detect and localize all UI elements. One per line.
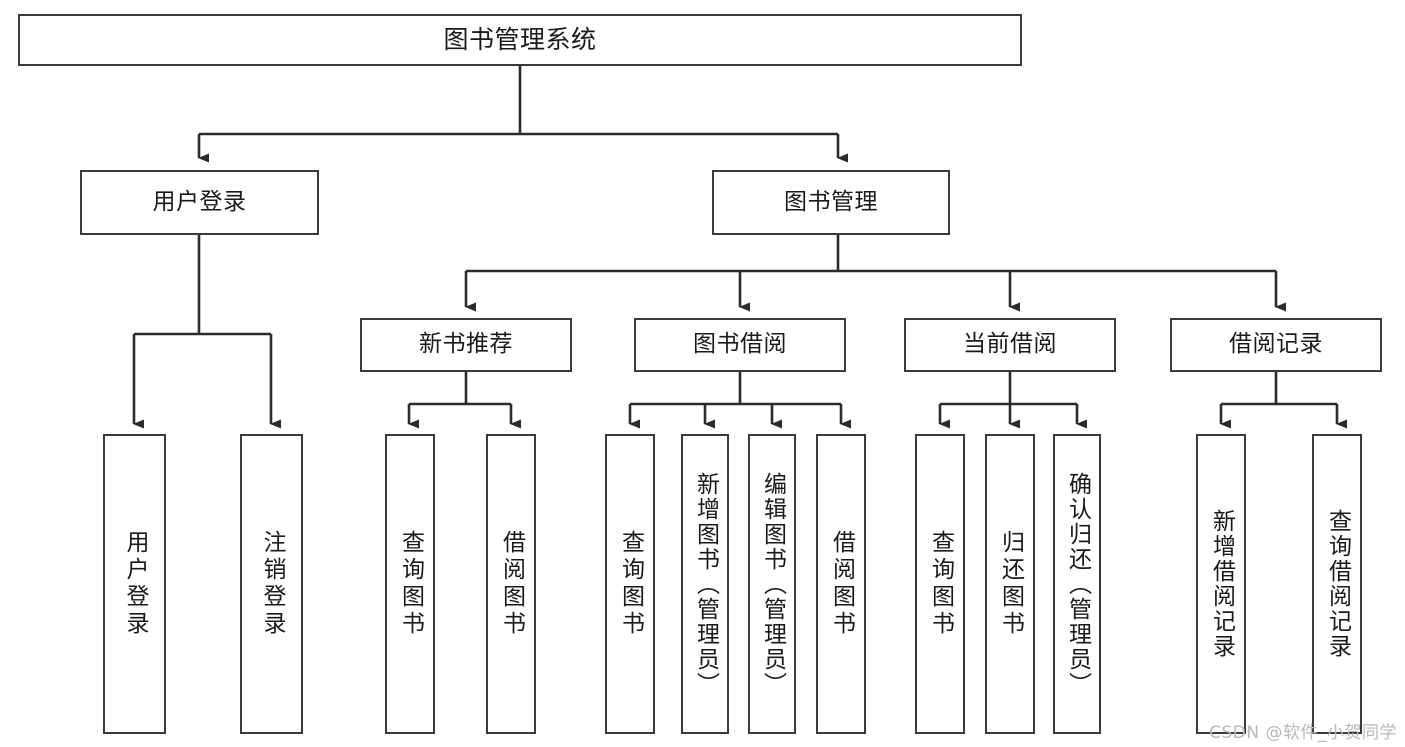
node-leaf-confirm-return[interactable]: 确认归还（管理员）	[1053, 434, 1101, 734]
node-leaf-user-login[interactable]: 用户登录	[103, 434, 166, 734]
node-label: 借阅记录	[1229, 331, 1323, 358]
node-leaf-query-borrow-record[interactable]: 查询借阅记录	[1312, 434, 1362, 734]
node-root-book-management-system[interactable]: 图书管理系统	[18, 14, 1022, 66]
node-label: 归还图书	[997, 530, 1024, 638]
node-leaf-edit-book[interactable]: 编辑图书（管理员）	[748, 434, 796, 734]
node-user-login[interactable]: 用户登录	[80, 170, 319, 235]
node-current-borrow[interactable]: 当前借阅	[904, 318, 1116, 372]
node-label: 借阅图书	[828, 530, 855, 638]
node-label: 查询借阅记录	[1324, 509, 1351, 659]
node-label: 确认归还（管理员）	[1064, 471, 1091, 697]
node-leaf-logout[interactable]: 注销登录	[240, 434, 303, 734]
node-label: 借阅图书	[498, 530, 525, 638]
node-label: 当前借阅	[963, 331, 1057, 358]
node-leaf-add-book[interactable]: 新增图书（管理员）	[681, 434, 729, 734]
node-new-book-recommend[interactable]: 新书推荐	[360, 318, 572, 372]
node-leaf-query-book-borrow[interactable]: 查询图书	[605, 434, 655, 734]
node-leaf-query-book-current[interactable]: 查询图书	[915, 434, 965, 734]
watermark: CSDN @软件_小贺同学	[1209, 723, 1397, 743]
node-book-management[interactable]: 图书管理	[712, 170, 950, 235]
node-label: 图书管理系统	[443, 25, 597, 55]
node-book-borrow[interactable]: 图书借阅	[634, 318, 846, 372]
node-label: 注销登录	[259, 530, 285, 638]
node-label: 图书借阅	[693, 331, 787, 358]
node-label: 新增图书（管理员）	[692, 471, 719, 697]
node-leaf-query-book-recommend[interactable]: 查询图书	[385, 434, 435, 734]
node-leaf-borrow-book-recommend[interactable]: 借阅图书	[486, 434, 536, 734]
node-label: 用户登录	[122, 530, 148, 638]
node-label: 新增借阅记录	[1208, 509, 1235, 659]
node-label: 查询图书	[927, 530, 954, 638]
node-label: 新书推荐	[419, 331, 513, 358]
node-borrow-record[interactable]: 借阅记录	[1170, 318, 1382, 372]
node-label: 查询图书	[397, 530, 424, 638]
node-label: 图书管理	[784, 188, 878, 215]
node-leaf-borrow-book[interactable]: 借阅图书	[816, 434, 866, 734]
node-leaf-add-borrow-record[interactable]: 新增借阅记录	[1196, 434, 1246, 734]
node-label: 编辑图书（管理员）	[759, 471, 786, 697]
node-leaf-return-book[interactable]: 归还图书	[985, 434, 1035, 734]
node-label: 用户登录	[152, 188, 247, 215]
node-label: 查询图书	[617, 530, 644, 638]
